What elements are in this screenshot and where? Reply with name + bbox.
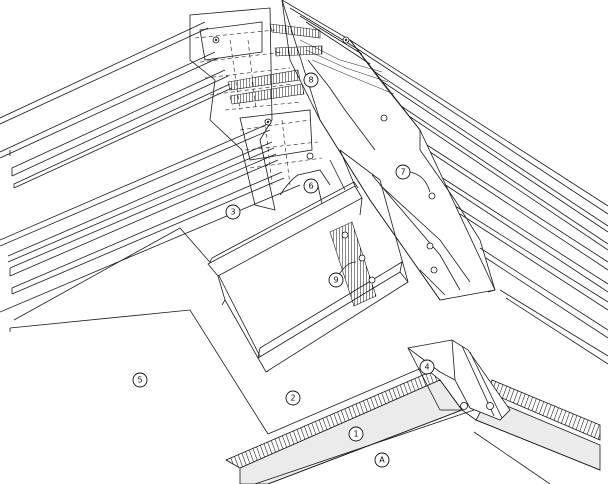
insulation-board-upper <box>13 227 216 321</box>
fixing-clip-assembly <box>189 7 331 211</box>
callout-A-label: A <box>379 456 385 465</box>
ridge-hip-frame <box>281 0 496 301</box>
callout-8: 8 <box>303 72 319 88</box>
callout-1-label: 1 <box>353 430 358 439</box>
left-roof-panel-seams <box>0 21 301 313</box>
callout-2-label: 2 <box>290 394 295 403</box>
callout-5-label: 5 <box>137 376 142 385</box>
callout-3: 3 <box>225 204 241 220</box>
eaves-bracket <box>407 339 511 421</box>
callout-8-label: 8 <box>308 76 313 85</box>
callout-9-label: 9 <box>333 276 338 285</box>
fastener-bolts <box>212 36 494 410</box>
callout-7-label: 7 <box>400 168 405 177</box>
purlin-channel-box <box>207 149 409 373</box>
callout-1: 1 <box>348 426 364 442</box>
callout-7: 7 <box>395 164 411 180</box>
callout-2: 2 <box>285 390 301 406</box>
callout-6: 6 <box>303 178 319 194</box>
callout-6-label: 6 <box>308 182 313 191</box>
masonry-wall-hatched <box>225 371 601 484</box>
deck-layers <box>9 267 441 435</box>
callout-4: 4 <box>419 359 435 375</box>
callout-9: 9 <box>328 272 344 288</box>
callout-4-label: 4 <box>424 363 429 372</box>
right-roof-panel-seams <box>349 39 608 365</box>
callout-A: A <box>374 452 390 468</box>
callout-3-label: 3 <box>230 208 235 217</box>
callout-5: 5 <box>132 372 148 388</box>
